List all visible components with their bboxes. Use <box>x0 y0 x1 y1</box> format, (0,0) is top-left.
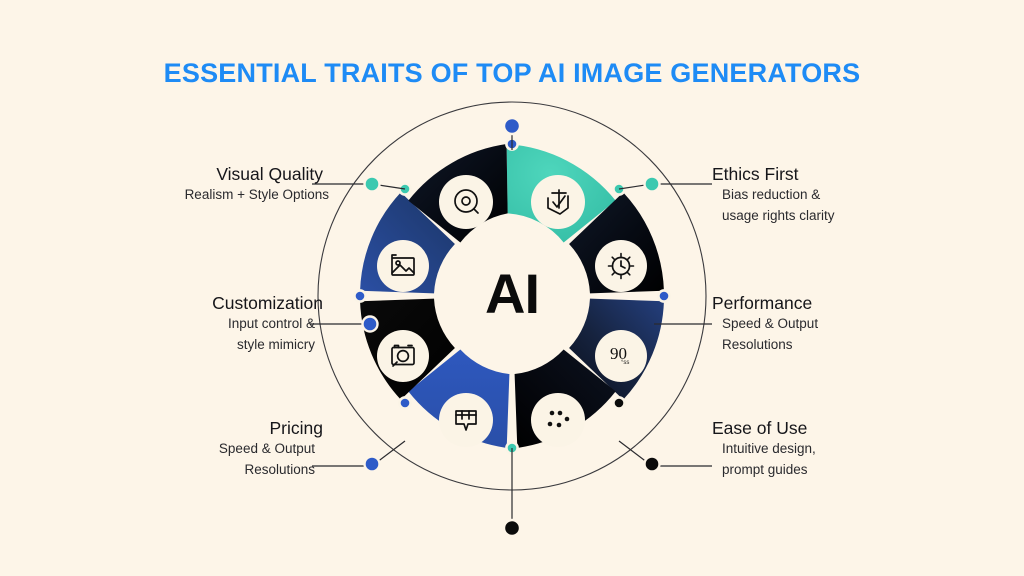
trait-subtitle-line: Speed & Output <box>218 441 315 457</box>
trait-title: Ethics First <box>712 164 799 184</box>
trait-label-ethics-first: Ethics First Bias reduction & usage righ… <box>700 163 950 226</box>
icon-bubble-lens <box>439 175 493 229</box>
inner-node-bottom[interactable] <box>505 441 519 455</box>
trait-subtitle-line: Bias reduction & <box>722 187 821 203</box>
outer-arc-group <box>317 101 707 491</box>
trait-subtitle-line: Resolutions <box>244 461 315 477</box>
inner-node-top-left[interactable] <box>398 182 412 196</box>
donut-wheel: 90 °ss <box>317 101 707 491</box>
gauge-icon <box>607 252 635 280</box>
inner-node-left[interactable] <box>353 289 367 303</box>
trait-subtitle-line: prompt guides <box>722 461 808 477</box>
image-frame-icon <box>391 254 415 276</box>
trait-label-performance: Performance Speed & Output Resolutions <box>700 292 950 355</box>
inner-node-top[interactable] <box>505 137 519 151</box>
inner-node-top-right[interactable] <box>612 182 626 196</box>
trait-title: Customization <box>212 293 323 313</box>
outer-arc-bottom-left <box>317 295 513 491</box>
trait-subtitle-line: usage rights clarity <box>722 207 835 223</box>
trait-subtitle-line: Resolutions <box>722 336 793 352</box>
trait-subtitle-line: Realism + Style Options <box>184 187 329 203</box>
trait-title: Performance <box>712 293 813 313</box>
trait-label-customization: Customization Input control & style mimi… <box>96 292 331 355</box>
trait-title: Ease of Use <box>712 418 808 438</box>
icon-bubble-shield <box>531 175 585 229</box>
dots-pattern-icon <box>547 410 570 428</box>
inner-node-right[interactable] <box>657 289 671 303</box>
inner-node-bottom-right[interactable] <box>612 396 626 410</box>
outer-node-bottom[interactable] <box>502 518 522 538</box>
icon-bubble-rotate <box>595 330 647 382</box>
icon-bubble-tag <box>439 393 493 447</box>
trait-subtitle-line: Input control & <box>227 316 315 332</box>
trait-title: Pricing <box>269 418 324 438</box>
icon-bubble-image <box>377 240 429 292</box>
page-title: ESSENTIAL TRAITS OF TOP AI IMAGE GENERAT… <box>163 58 861 88</box>
svg-text:90: 90 <box>610 344 627 363</box>
outer-arc-bottom-right <box>511 295 707 491</box>
rotate-90-icon: 90 °ss <box>610 344 629 366</box>
price-tag-icon <box>455 410 477 431</box>
trait-subtitle-line: Speed & Output <box>722 316 819 332</box>
camera-icon <box>391 344 415 367</box>
trait-subtitle-line: Intuitive design, <box>722 441 816 457</box>
trait-label-pricing: Pricing Speed & Output Resolutions <box>96 417 331 480</box>
trait-label-ease-of-use: Ease of Use Intuitive design, prompt gui… <box>700 417 950 480</box>
trait-subtitle-line: style mimicry <box>237 336 315 352</box>
icon-bubble-dots <box>531 393 585 447</box>
trait-title: Visual Quality <box>216 164 323 184</box>
shield-check-icon <box>547 189 569 215</box>
icon-bubble-camera <box>377 330 429 382</box>
inner-node-bottom-left[interactable] <box>398 396 412 410</box>
trait-label-visual-quality: Visual Quality Realism + Style Options <box>96 163 331 206</box>
svg-text:°ss: °ss <box>621 360 629 366</box>
outer-arc-top-left <box>317 101 513 297</box>
outer-arc-top-right <box>511 101 707 297</box>
lens-quality-icon <box>454 189 479 214</box>
